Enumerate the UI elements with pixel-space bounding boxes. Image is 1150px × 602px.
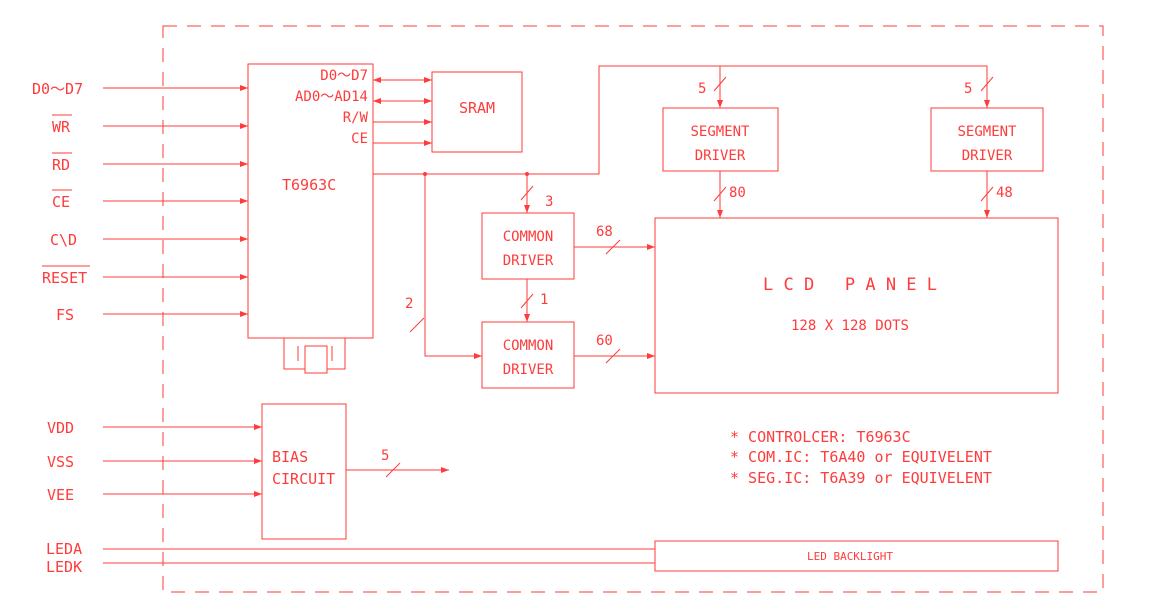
power-vss: VSS xyxy=(47,453,74,471)
common-driver-2-link-count: 1 xyxy=(540,292,548,308)
common-driver-1-box xyxy=(481,212,575,280)
input-cd: C\D xyxy=(50,231,77,249)
note-com-ic: * COM.IC: T6A40 or EQUIVELENT xyxy=(730,448,992,466)
controller-pin-addr: AD0～AD14 xyxy=(295,89,368,105)
common-driver-1-line1: COMMON xyxy=(503,229,554,245)
lcd-panel-title: L C D P A N E L xyxy=(763,275,937,295)
segment-driver-1-out-count: 80 xyxy=(729,185,746,201)
common-driver-2-box xyxy=(481,321,575,389)
module-outline xyxy=(162,25,1104,593)
segment-driver-1-in-count: 5 xyxy=(698,81,706,97)
sram-bus-lines xyxy=(373,77,432,146)
controller-pin-ce: CE xyxy=(351,131,368,147)
lcd-panel-resolution: 128 X 128 DOTS xyxy=(791,318,909,334)
power-vee: VEE xyxy=(47,486,74,504)
common-driver-2-line2: DRIVER xyxy=(503,362,554,378)
note-controller: * CONTROLCER: T6963C xyxy=(730,428,911,446)
segment-in-slashes xyxy=(713,76,994,92)
segment-driver-2-box xyxy=(930,107,1044,172)
controller-box xyxy=(247,63,374,339)
common-driver-2-line1: COMMON xyxy=(503,338,554,354)
common-driver-links xyxy=(409,185,534,333)
bias-circuit-line2: CIRCUIT xyxy=(272,470,335,488)
bias-out-count: 5 xyxy=(381,448,389,464)
input-wr: WR xyxy=(52,118,71,136)
common-driver-2-out-count: 60 xyxy=(596,333,613,349)
controller-pin-data: D0～D7 xyxy=(320,68,368,84)
input-reset: RESET xyxy=(42,269,87,287)
control-bus xyxy=(373,65,990,359)
input-rd: RD xyxy=(52,156,70,174)
bias-circuit-line1: BIAS xyxy=(272,448,308,466)
sram-box xyxy=(431,71,523,153)
input-lines xyxy=(103,85,248,317)
segment-driver-1-line1: SEGMENT xyxy=(690,124,750,140)
segment-driver-1-line2: DRIVER xyxy=(695,148,746,164)
common-driver-2-in-count: 2 xyxy=(405,296,413,312)
power-vdd: VDD xyxy=(47,419,74,437)
segment-driver-2-out-count: 48 xyxy=(996,185,1013,201)
bias-out-line xyxy=(346,462,449,478)
backlight-leda: LEDA xyxy=(46,540,82,558)
note-seg-ic: * SEG.IC: T6A39 or EQUIVELENT xyxy=(730,469,992,487)
segment-out-lines xyxy=(713,171,994,218)
common-driver-1-in-count: 3 xyxy=(545,194,553,210)
input-data-bus: D0～D7 xyxy=(32,80,83,98)
common-driver-1-out-count: 68 xyxy=(596,224,613,240)
segment-driver-2-in-count: 5 xyxy=(964,81,972,97)
power-lines xyxy=(103,424,262,497)
crystal-symbol xyxy=(283,338,346,374)
lcd-panel-box xyxy=(654,217,1059,394)
backlight-ledk: LEDK xyxy=(46,558,82,576)
led-backlight-box xyxy=(654,540,1059,572)
common-out-lines xyxy=(574,239,655,364)
segment-driver-2-line2: DRIVER xyxy=(962,148,1013,164)
led-backlight-label: LED BACKLIGHT xyxy=(807,550,893,563)
controller-pin-rw: R/W xyxy=(343,110,369,126)
segment-driver-1-box xyxy=(662,107,779,172)
segment-driver-2-line1: SEGMENT xyxy=(957,124,1017,140)
input-ce: CE xyxy=(52,193,70,211)
input-fs: FS xyxy=(56,306,74,324)
controller-name: T6963C xyxy=(282,176,336,194)
sram-label: SRAM xyxy=(459,99,495,117)
backlight-lines xyxy=(103,548,655,564)
bias-circuit-box xyxy=(261,403,347,540)
common-driver-1-line2: DRIVER xyxy=(503,253,554,269)
